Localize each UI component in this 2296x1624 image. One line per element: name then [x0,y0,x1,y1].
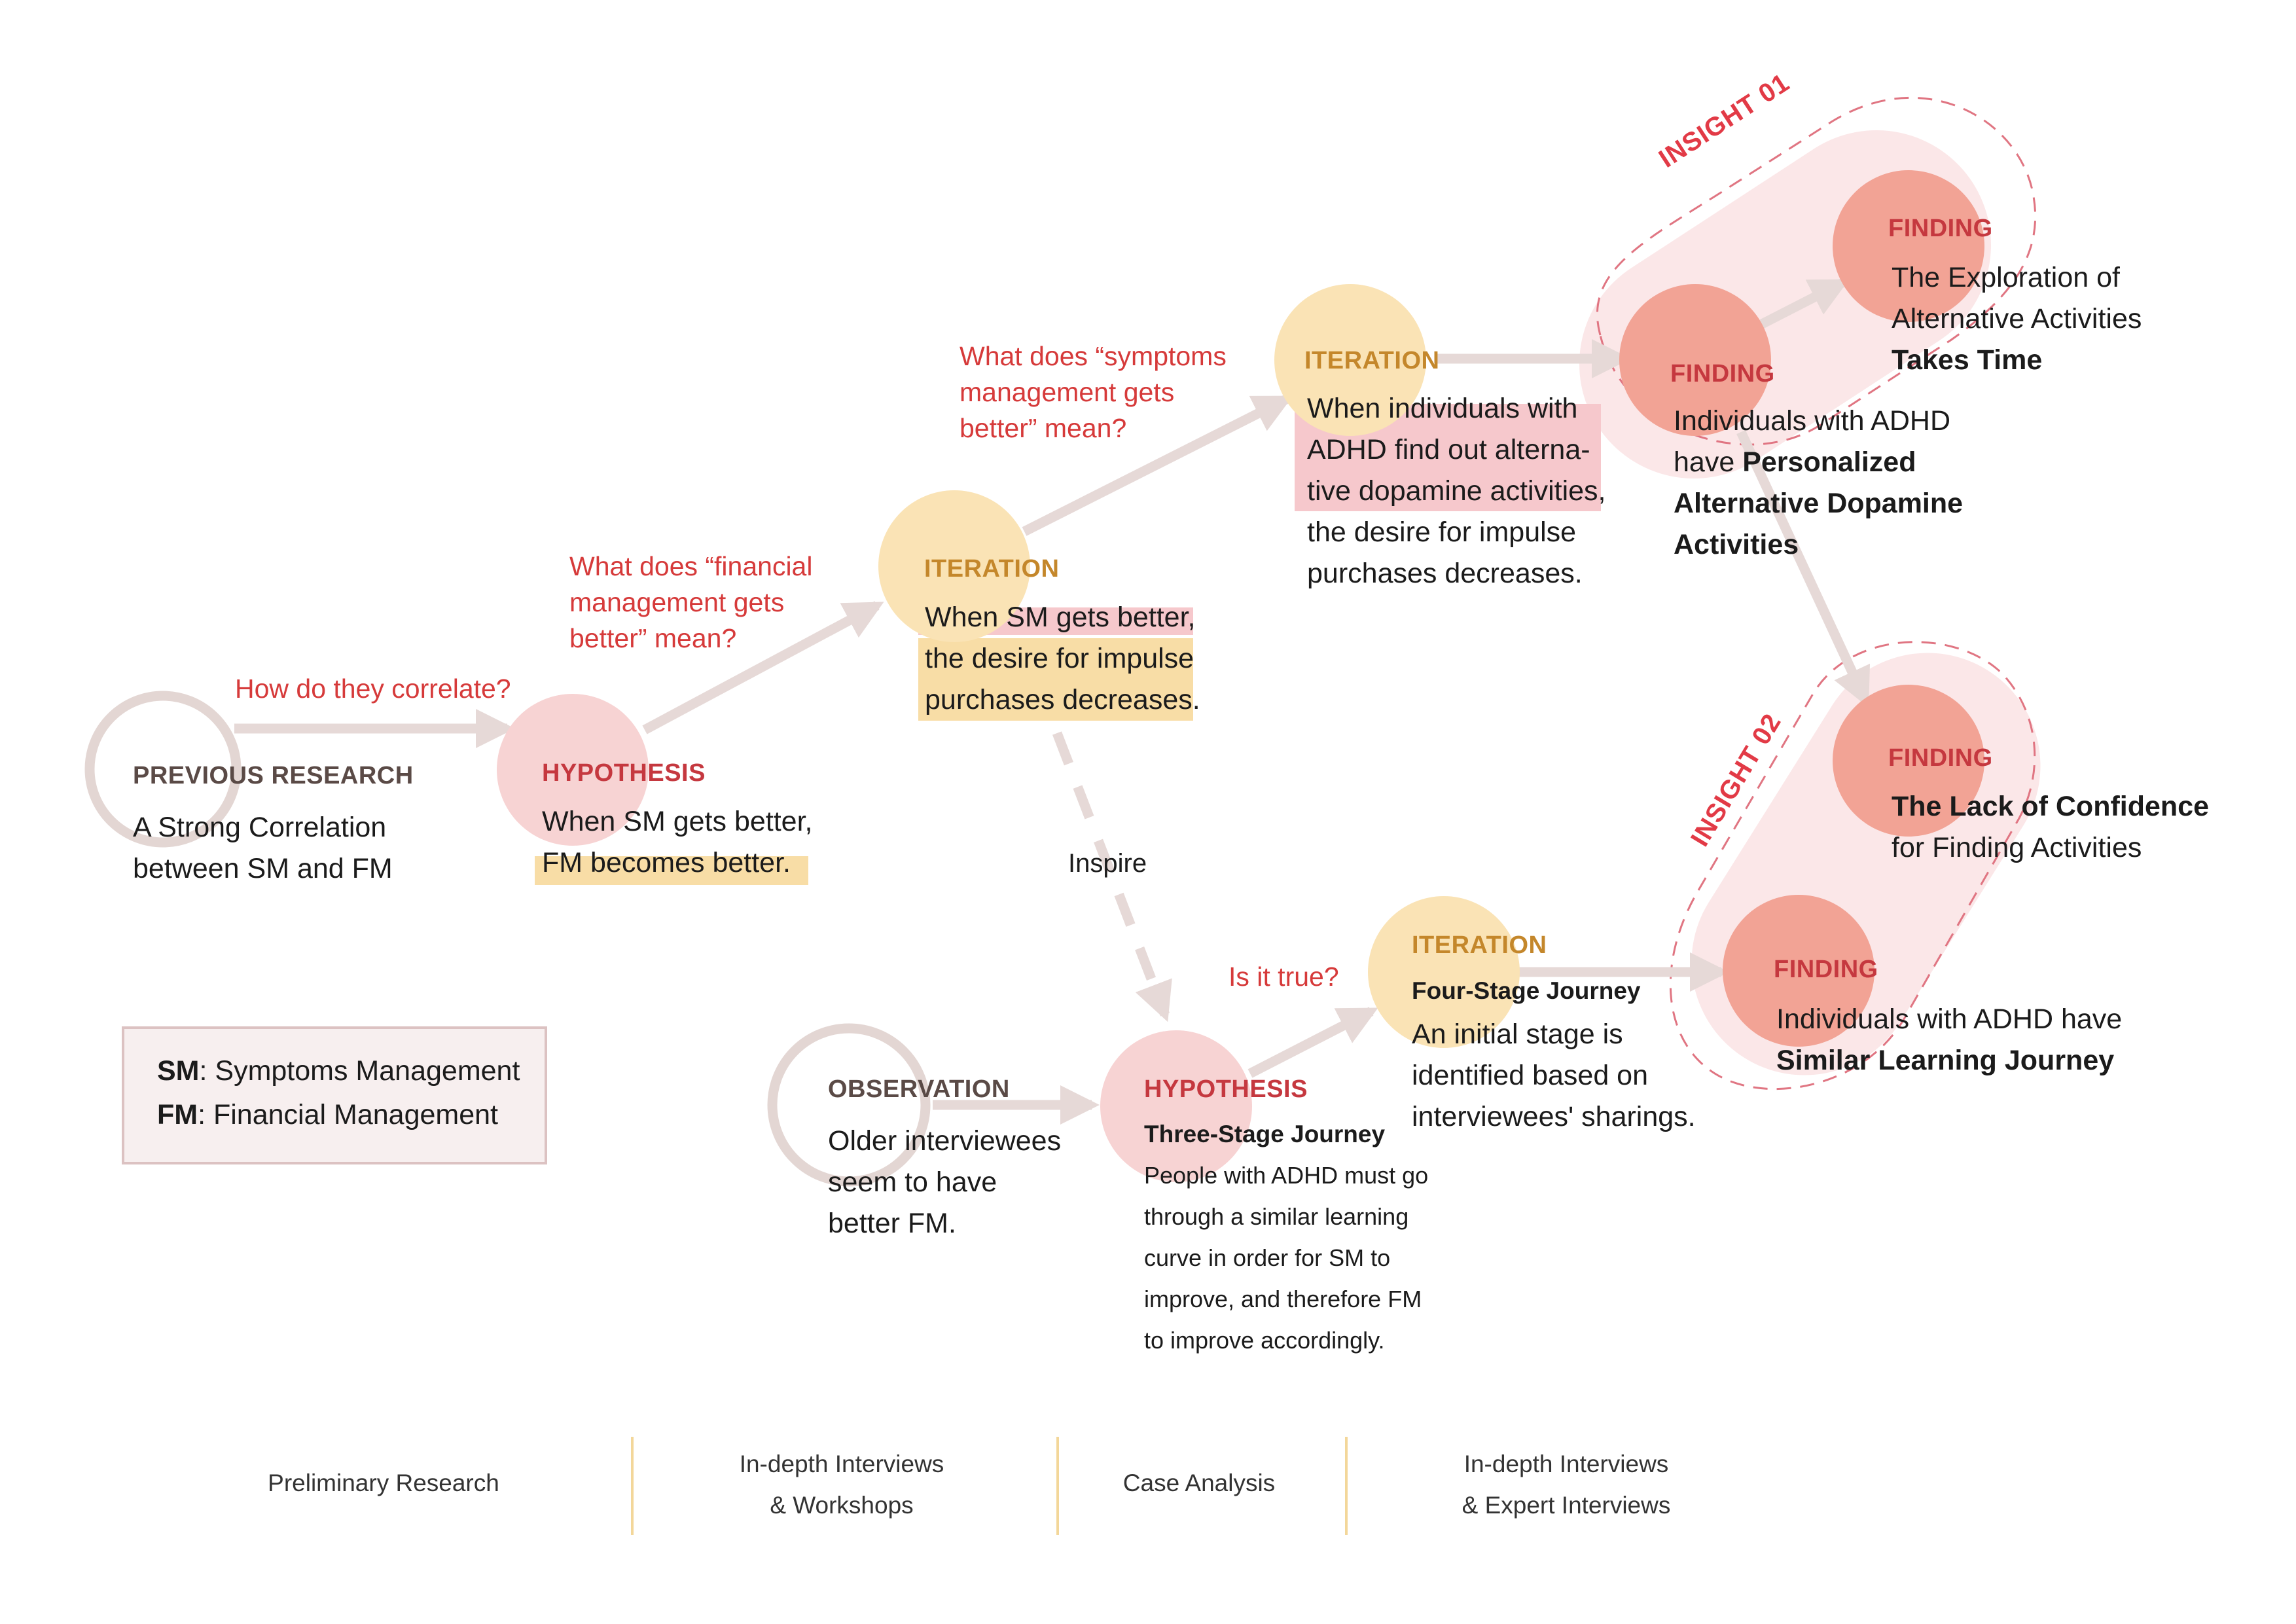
finding-3-label: FINDING [1888,744,1993,772]
finding-2-text: The Exploration of Alternative Activitie… [1892,262,2142,376]
inspire-label: Inspire [1068,849,1147,878]
phase-expert-interviews: In-depth Interviews & Expert Interviews [1462,1451,1671,1519]
iteration-3-label: ITERATION [1412,931,1547,959]
legend-sm: SM: Symptoms Management [157,1055,520,1087]
phase-interviews-workshops: In-depth Interviews & Workshops [739,1451,944,1519]
question-symptoms: What does “symptoms management gets bett… [960,341,1227,443]
iteration-3-subtitle: Four-Stage Journey [1412,977,1641,1004]
arrow-iter1-iter2 [1022,395,1293,536]
hypothesis-1-label: HYPOTHESIS [542,759,706,787]
finding-3-text: The Lack of Confidence for Finding Activ… [1892,791,2210,863]
finding-2-label: FINDING [1888,215,1993,242]
iteration-2-label: ITERATION [1304,347,1440,374]
finding-3-circle [1833,685,1984,837]
phase-preliminary-research: Preliminary Research [268,1470,499,1496]
observation-ring [767,1023,931,1187]
hypothesis-1-text: When SM gets better, FM becomes better. [542,806,813,878]
finding-4-label: FINDING [1774,956,1878,983]
insight-1-border [1596,96,2037,446]
finding-1-text: Individuals with ADHD have Personalized … [1674,405,1964,560]
legend-box: SM: Symptoms Management FM: Financial Ma… [122,1026,547,1164]
highlight-iter1-b [918,638,1193,721]
finding-1-circle [1619,284,1771,436]
iteration-3-circle [1368,896,1520,1048]
question-is-it-true: Is it true? [1229,962,1339,992]
arrow-find1-find2 [1759,278,1850,329]
arrow-inspire [1052,731,1172,1022]
highlight-hyp1 [535,856,808,885]
insight-2-border [1669,641,2036,1091]
iteration-3-text: An initial stage is identified based on … [1412,1019,1696,1132]
iteration-1-label: ITERATION [924,555,1060,583]
phase-case-analysis: Case Analysis [1122,1470,1276,1496]
iteration-1-circle [878,490,1030,642]
previous-research-ring [84,691,242,848]
arrow-hyp2-iter3 [1247,1007,1378,1078]
iteration-2-circle [1274,284,1426,436]
hypothesis-2-subtitle: Three-Stage Journey [1144,1121,1386,1147]
finding-2-circle [1833,170,1984,322]
iteration-2-text: When individuals with ADHD find out alte… [1307,393,1606,589]
iteration-1-text: When SM gets better, the desire for impu… [925,602,1200,715]
previous-research-label: PREVIOUS RESEARCH [133,762,414,789]
question-financial: What does “financial management gets bet… [569,551,813,653]
observation-text: Older interviewees seem to have better F… [828,1125,1062,1239]
hypothesis-2-text: People with ADHD must go through a simil… [1144,1162,1429,1354]
arrow-find1-find3 [1736,429,1871,708]
question-correlate: How do they correlate? [235,674,511,704]
finding-1-label: FINDING [1670,360,1775,388]
hypothesis-2-label: HYPOTHESIS [1144,1075,1308,1103]
legend-fm: FM: Financial Management [157,1099,499,1130]
observation-label: OBSERVATION [828,1075,1010,1103]
hypothesis-2-circle [1100,1030,1252,1182]
finding-4-circle [1723,895,1874,1047]
arrow-hyp1-iter1 [642,601,884,734]
previous-research-text: A Strong Correlation between SM and FM [133,812,393,884]
hypothesis-1-circle [497,694,649,846]
finding-4-text: Individuals with ADHD have Similar Learn… [1776,1003,2123,1076]
